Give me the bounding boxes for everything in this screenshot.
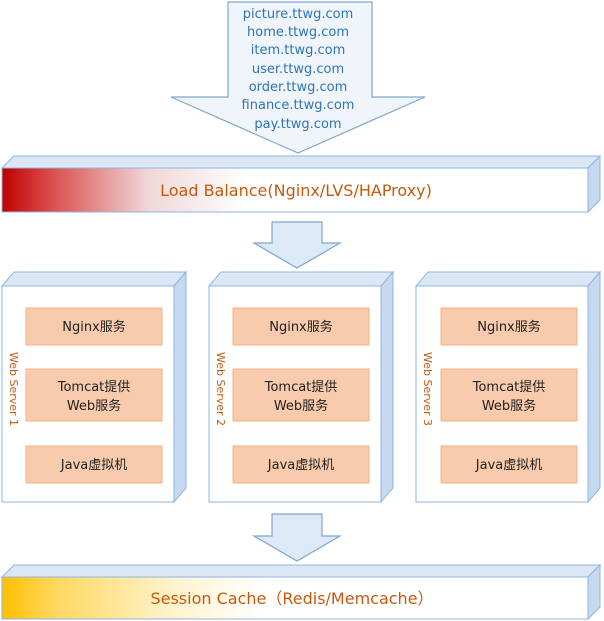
jvm-box [25, 445, 163, 484]
tomcat-box [25, 368, 163, 422]
tomcat-label: Tomcat提供 [57, 379, 131, 395]
tomcat-box [232, 368, 370, 422]
session-cache-label: Session Cache（Redis/Memcache） [150, 589, 433, 608]
nginx-box [440, 307, 578, 346]
server-label: Web Server 1 [7, 352, 20, 426]
down-arrow-icon [251, 221, 343, 269]
server-label: Web Server 2 [214, 352, 227, 426]
load-balance-label: Load Balance(Nginx/LVS/HAProxy) [160, 181, 432, 200]
domain-name: user.ttwg.com [252, 62, 344, 77]
nginx-box [232, 307, 370, 346]
nginx-label: Nginx服务 [62, 319, 126, 335]
domains-arrow: picture.ttwg.com home.ttwg.com item.ttwg… [170, 1, 426, 154]
domain-name: picture.ttwg.com [243, 7, 354, 22]
tomcat-label: Tomcat提供 [264, 379, 338, 395]
tomcat-label: Web服务 [67, 398, 121, 414]
nginx-box [25, 307, 163, 346]
jvm-label: Java虚拟机 [60, 458, 127, 473]
domain-name: order.ttwg.com [249, 80, 348, 95]
load-balance-bar: Load Balance(Nginx/LVS/HAProxy) [0, 154, 602, 214]
tomcat-label: Tomcat提供 [472, 379, 546, 395]
nginx-label: Nginx服务 [269, 319, 333, 335]
session-cache-bar: Session Cache（Redis/Memcache） [0, 563, 602, 621]
jvm-box [232, 445, 370, 484]
tomcat-label: Web服务 [274, 398, 328, 414]
tomcat-box [440, 368, 578, 422]
domain-name: finance.ttwg.com [242, 98, 355, 113]
down-arrow-icon [251, 513, 343, 562]
domain-name: item.ttwg.com [251, 43, 345, 58]
tomcat-label: Web服务 [482, 398, 536, 414]
jvm-box [440, 445, 578, 484]
domain-name: home.ttwg.com [247, 25, 349, 40]
domain-name: pay.ttwg.com [254, 117, 341, 132]
jvm-label: Java虚拟机 [475, 458, 542, 473]
jvm-label: Java虚拟机 [267, 458, 334, 473]
web-server-1: Web Server 1 Nginx服务 Tomcat提供 Web服务 Java… [0, 270, 188, 504]
web-server-3: Web Server 3 Nginx服务 Tomcat提供 Web服务 Java… [414, 270, 602, 504]
nginx-label: Nginx服务 [477, 319, 541, 335]
down-arrow-icon [170, 1, 426, 154]
web-server-2: Web Server 2 Nginx服务 Tomcat提供 Web服务 Java… [207, 270, 395, 504]
server-label: Web Server 3 [421, 352, 434, 426]
